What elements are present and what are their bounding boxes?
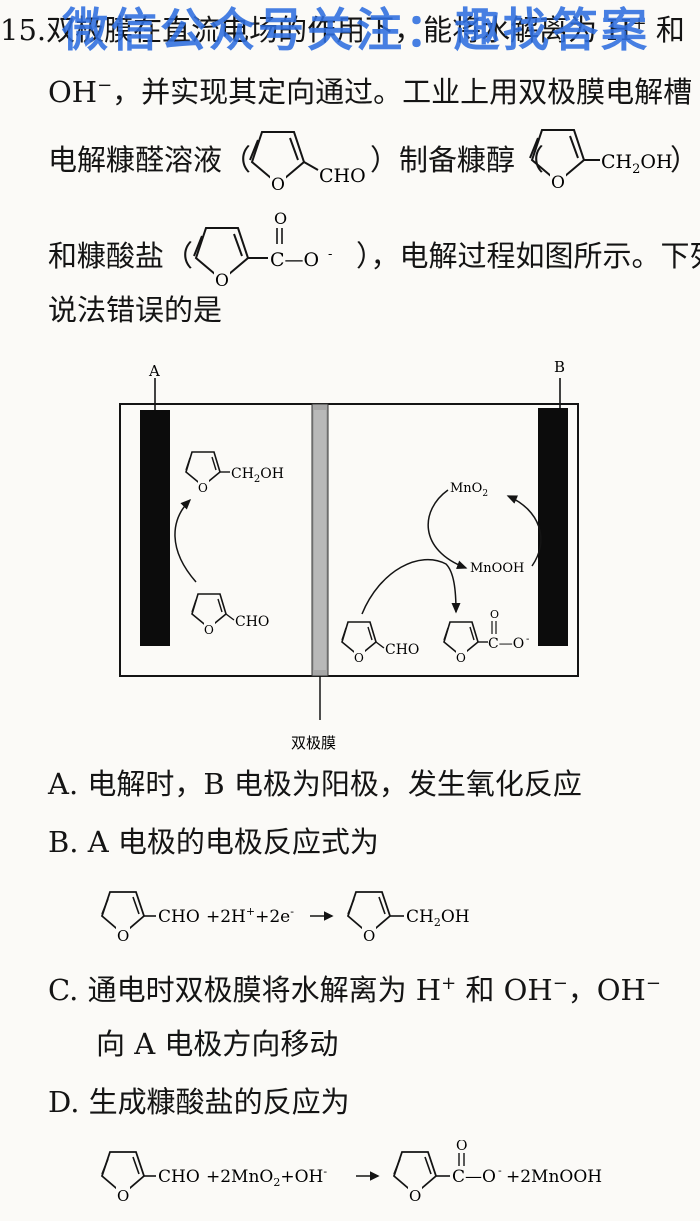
svg-text:O: O bbox=[117, 927, 129, 945]
question-line-2: OH−，并实现其定向通过。工业上用双极膜电解槽 bbox=[48, 75, 693, 110]
label-b: B bbox=[554, 358, 565, 376]
svg-text:O: O bbox=[204, 623, 214, 637]
svg-text:O: O bbox=[456, 1140, 467, 1154]
svg-text:+2H++2e-: +2H++2e- bbox=[206, 905, 294, 927]
svg-text:C—O: C—O bbox=[488, 636, 524, 652]
option-d[interactable]: D. 生成糠酸盐的反应为 bbox=[48, 1085, 350, 1119]
electrode-a bbox=[140, 410, 170, 646]
svg-text:CHO: CHO bbox=[319, 165, 366, 187]
question-number: 15. bbox=[0, 13, 47, 48]
option-c-line-2: 向 A 电极方向移动 bbox=[96, 1027, 339, 1061]
question-line-4: 和糠酸盐（ bbox=[48, 239, 194, 273]
left-alcohol: O CH2OH bbox=[185, 451, 284, 495]
svg-text:CHO: CHO bbox=[158, 1167, 200, 1187]
right-aldehyde: O CHO bbox=[341, 621, 419, 665]
svg-text:CH2OH: CH2OH bbox=[601, 151, 673, 177]
right-furoate: O O C—O - bbox=[443, 608, 529, 665]
svg-text:O: O bbox=[456, 651, 466, 665]
svg-text:O: O bbox=[271, 175, 285, 195]
question-line-3: 电解糠醛溶液（ bbox=[48, 143, 252, 177]
svg-text:-: - bbox=[498, 1164, 502, 1177]
label-a: A bbox=[148, 362, 160, 380]
svg-text:O: O bbox=[409, 1187, 421, 1205]
svg-text:-: - bbox=[526, 634, 529, 645]
furfural-structure: O CHO bbox=[249, 131, 366, 195]
svg-text:C—O: C—O bbox=[452, 1167, 496, 1187]
left-aldehyde: O CHO bbox=[191, 593, 269, 637]
svg-text:O: O bbox=[198, 481, 208, 495]
question-line-3-mid: ）制备糠醇（ bbox=[370, 143, 545, 177]
svg-text:O: O bbox=[215, 271, 229, 291]
svg-text:+2MnOOH: +2MnOOH bbox=[506, 1167, 602, 1187]
svg-text:O: O bbox=[490, 608, 499, 621]
furoate-structure: O O C—O - bbox=[193, 209, 332, 291]
svg-text:-: - bbox=[328, 247, 332, 262]
question-line-1: 15.双极膜在直流电场的作用下，能将水解离为 H+ 和 bbox=[0, 13, 685, 48]
equation-d: O CHO +2MnO2+OH- O O C—O - +2MnOOH bbox=[100, 1140, 602, 1205]
arrow-oxidation bbox=[361, 558, 461, 615]
question-line-4-end: ），电解过程如图所示。下列 bbox=[356, 239, 700, 273]
watermark: 微信公众号关注：趣找答案 bbox=[62, 3, 650, 57]
option-b[interactable]: B. A 电极的电极反应式为 bbox=[48, 825, 379, 859]
electrode-b bbox=[538, 408, 568, 646]
svg-text:CHO: CHO bbox=[158, 907, 200, 927]
question-line-3-end: ） bbox=[670, 143, 700, 177]
electrolysis-cell bbox=[119, 403, 579, 677]
svg-text:CH2OH: CH2OH bbox=[406, 907, 470, 929]
furfuryl-alcohol-structure: O CH2OH bbox=[529, 129, 673, 193]
svg-text:+2MnO2+OH-: +2MnO2+OH- bbox=[206, 1165, 327, 1189]
arrow-mno2-to-mnooh bbox=[427, 489, 468, 570]
svg-text:C—O: C—O bbox=[270, 249, 319, 271]
electrolysis-diagram: A B 双极膜 O CH2OH O CHO MnO2 MnOOH O C bbox=[119, 358, 579, 752]
svg-text:O: O bbox=[363, 927, 375, 945]
arrow-reduction bbox=[174, 498, 197, 583]
question-line-5: 说法错误的是 bbox=[48, 293, 223, 327]
svg-text:CH2OH: CH2OH bbox=[231, 466, 284, 485]
svg-text:O: O bbox=[551, 173, 565, 193]
mnooh-label: MnOOH bbox=[470, 561, 524, 576]
membrane-label: 双极膜 bbox=[291, 734, 336, 752]
mno2-label: MnO2 bbox=[450, 481, 488, 499]
option-c[interactable]: C. 通电时双极膜将水解离为 H+ 和 OH−，OH− bbox=[48, 973, 661, 1008]
arrow-mnooh-to-mno2 bbox=[506, 495, 542, 567]
svg-text:O: O bbox=[117, 1187, 129, 1205]
equation-b: O CHO +2H++2e- O CH2OH bbox=[100, 891, 470, 945]
option-a[interactable]: A. 电解时，B 电极为阳极，发生氧化反应 bbox=[48, 767, 582, 801]
svg-text:O: O bbox=[274, 209, 287, 228]
svg-text:O: O bbox=[354, 651, 364, 665]
svg-text:CHO: CHO bbox=[235, 614, 269, 630]
svg-text:CHO: CHO bbox=[385, 642, 419, 658]
